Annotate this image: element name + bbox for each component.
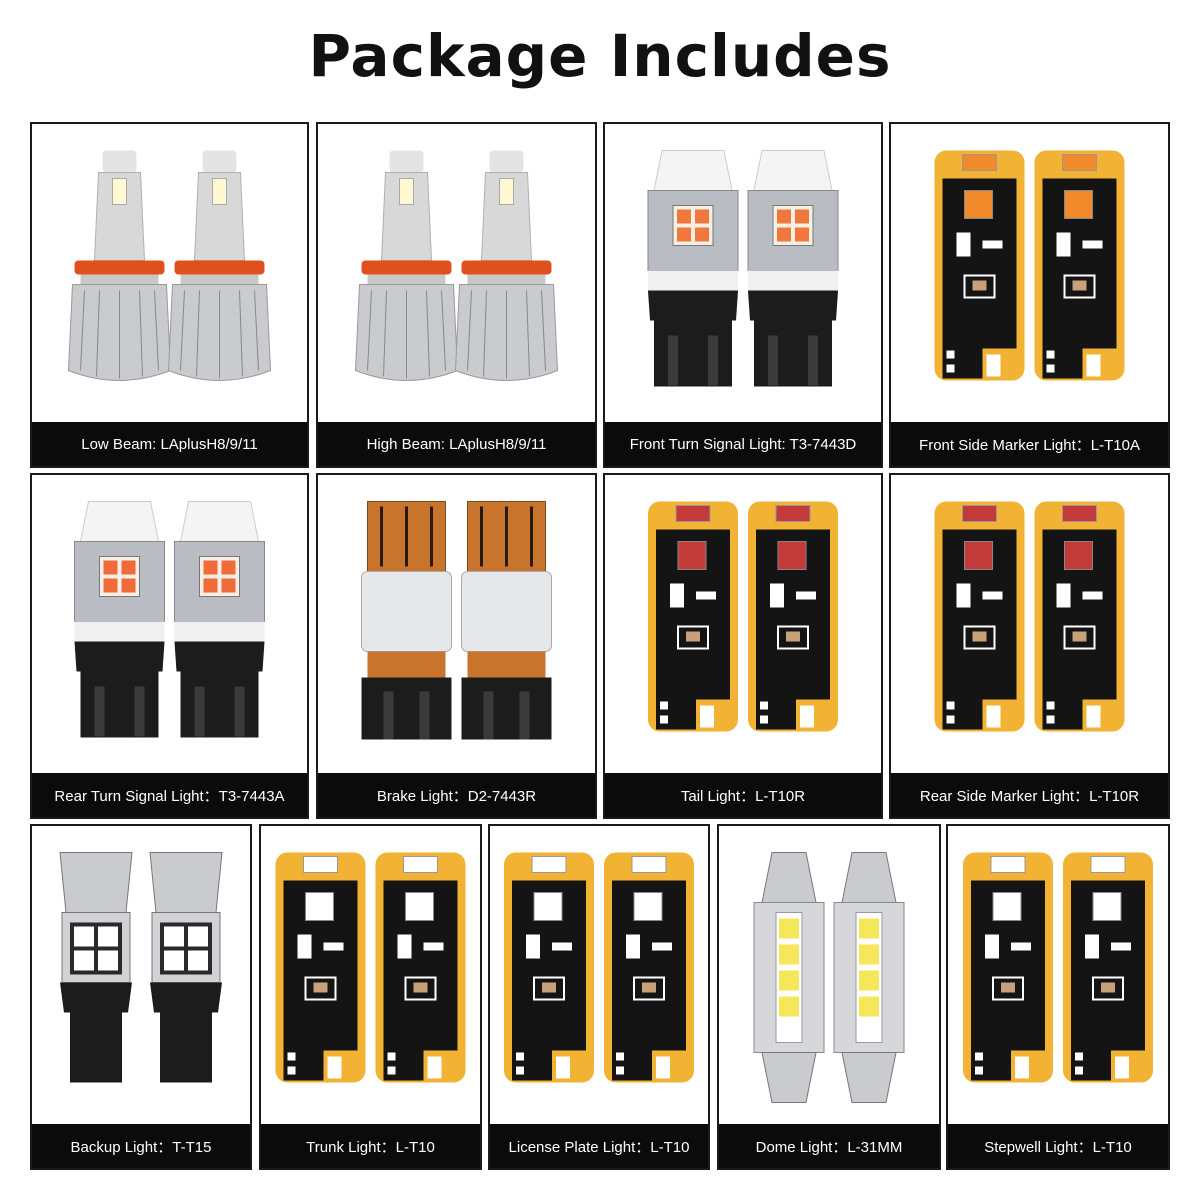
product-label: Rear Turn Signal Light：T3-7443A [32, 773, 307, 817]
product-card-dome-light: Dome Light：L-31MM [717, 824, 941, 1170]
product-label: License Plate Light：L-T10 [490, 1124, 708, 1168]
product-label: Tail Light：L-T10R [605, 773, 881, 817]
product-card-front-turn-signal: Front Turn Signal Light: T3-7443D [603, 122, 883, 468]
headlight-bulb-image [318, 124, 595, 422]
product-label: Backup Light：T-T15 [32, 1124, 250, 1168]
product-card-rear-side-marker: Rear Side Marker Light：L-T10R [889, 473, 1170, 819]
turn-signal-bulb-image [32, 475, 307, 773]
product-card-front-side-marker: Front Side Marker Light：L-T10A [889, 122, 1170, 468]
t10-bulb-image [605, 475, 881, 773]
product-label: Trunk Light：L-T10 [261, 1124, 480, 1168]
product-card-trunk-light: Trunk Light：L-T10 [259, 824, 482, 1170]
headlight-bulb-image [32, 124, 307, 422]
t10-bulb-image [891, 124, 1168, 422]
product-label: Front Turn Signal Light: T3-7443D [605, 422, 881, 466]
dome-bulb-image [719, 826, 939, 1124]
brake-bulb-image [318, 475, 595, 773]
t10-bulb-image [891, 475, 1168, 773]
product-card-stepwell-light: Stepwell Light：L-T10 [946, 824, 1170, 1170]
product-card-low-beam: Low Beam: LAplusH8/9/11 [30, 122, 309, 468]
product-label: Stepwell Light：L-T10 [948, 1124, 1168, 1168]
product-label: Low Beam: LAplusH8/9/11 [32, 422, 307, 466]
product-label: Rear Side Marker Light：L-T10R [891, 773, 1168, 817]
t10-bulb-image [948, 826, 1168, 1124]
t10-bulb-image [261, 826, 480, 1124]
product-card-brake-light: Brake Light：D2-7443R [316, 473, 597, 819]
product-label: High Beam: LAplusH8/9/11 [318, 422, 595, 466]
product-card-backup-light: Backup Light：T-T15 [30, 824, 252, 1170]
product-label: Brake Light：D2-7443R [318, 773, 595, 817]
product-card-license-plate-light: License Plate Light：L-T10 [488, 824, 710, 1170]
product-card-tail-light: Tail Light：L-T10R [603, 473, 883, 819]
backup-bulb-image [32, 826, 250, 1124]
product-label: Front Side Marker Light：L-T10A [891, 422, 1168, 466]
turn-signal-bulb-image [605, 124, 881, 422]
t10-bulb-image [490, 826, 708, 1124]
page-title: Package Includes [308, 22, 892, 90]
product-card-rear-turn-signal: Rear Turn Signal Light：T3-7443A [30, 473, 309, 819]
product-card-high-beam: High Beam: LAplusH8/9/11 [316, 122, 597, 468]
product-label: Dome Light：L-31MM [719, 1124, 939, 1168]
